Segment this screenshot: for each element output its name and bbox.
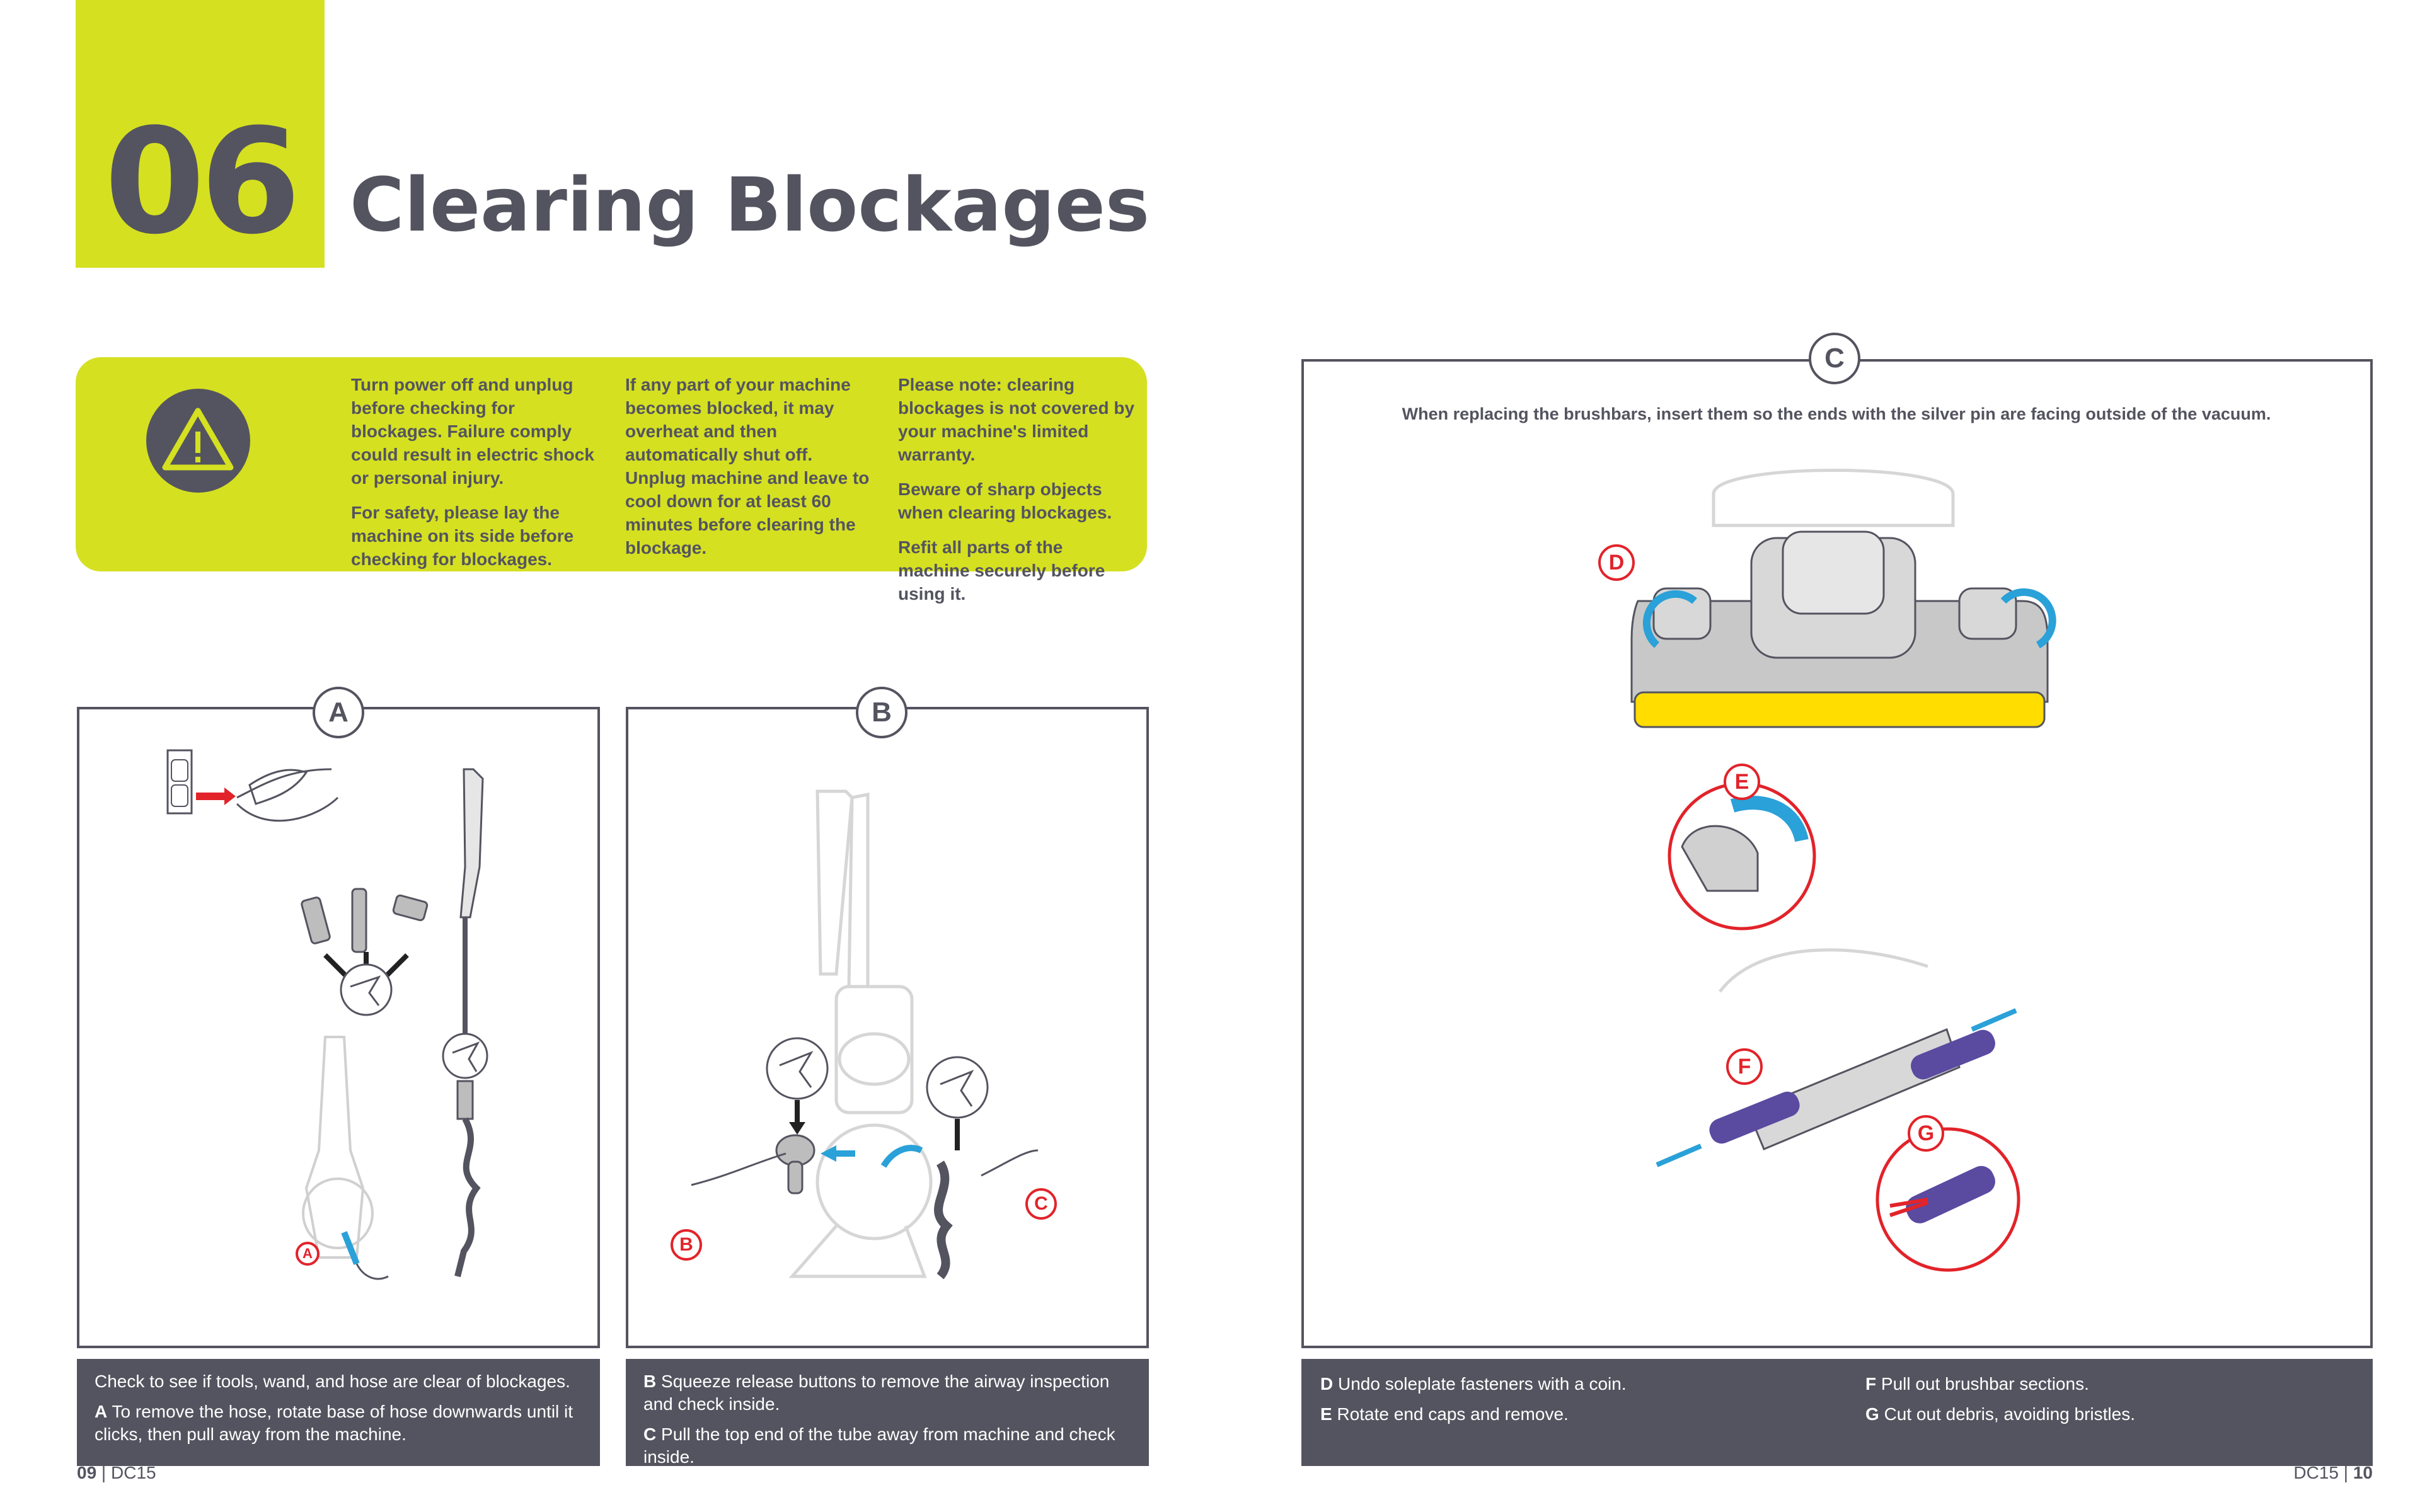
callout-b: B — [671, 1229, 702, 1261]
caption-text: Check to see if tools, wand, and hose ar… — [95, 1372, 570, 1391]
step-text: To remove the hose, rotate base of hose … — [95, 1402, 573, 1444]
warning-column-3: Please note: clearing blockages is not c… — [898, 373, 1138, 617]
page-number: 10 — [2353, 1463, 2373, 1482]
panel-c-illustration — [1630, 469, 2056, 1272]
warning-text: Please note: clearing blockages is not c… — [898, 375, 1135, 464]
panel-b-illustration — [691, 789, 1039, 1280]
panel-a-badge: A — [313, 687, 364, 738]
caption-step: B Squeeze release buttons to remove the … — [643, 1370, 1131, 1416]
caption-step: G Cut out debris, avoiding bristles. — [1865, 1403, 2357, 1426]
panel-b: B C — [626, 707, 1149, 1348]
callout-d: D — [1598, 544, 1635, 581]
step-text: Pull out brushbar sections. — [1881, 1374, 2089, 1394]
caption-column-left: D Undo soleplate fasteners with a coin. … — [1320, 1373, 1824, 1433]
callout-c: C — [1025, 1188, 1057, 1220]
step-text: Pull the top end of the tube away from m… — [643, 1424, 1115, 1467]
step-letter: G — [1865, 1404, 1879, 1424]
model-name: DC15 — [111, 1463, 156, 1482]
step-text: Rotate end caps and remove. — [1337, 1404, 1569, 1424]
panel-c-note: When replacing the brushbars, insert the… — [1402, 404, 2271, 423]
caption-step: E Rotate end caps and remove. — [1320, 1403, 1824, 1426]
warning-column-2: If any part of your machine becomes bloc… — [625, 373, 877, 571]
panel-c-badge: C — [1809, 333, 1860, 384]
step-letter: B — [643, 1372, 657, 1391]
caption-step: F Pull out brushbar sections. — [1865, 1373, 2357, 1395]
warning-text: Refit all parts of the machine securely … — [898, 537, 1105, 604]
caption-step: C Pull the top end of the tube away from… — [643, 1423, 1131, 1469]
warning-text: If any part of your machine becomes bloc… — [625, 375, 870, 558]
step-letter: A — [95, 1402, 108, 1421]
footer-left: 09 | DC15 — [77, 1463, 156, 1482]
panel-c-caption: D Undo soleplate fasteners with a coin. … — [1301, 1359, 2373, 1466]
panel-a: A — [77, 707, 600, 1348]
page-number: 09 — [77, 1463, 97, 1482]
step-letter: E — [1320, 1404, 1332, 1424]
caption-column-right: F Pull out brushbar sections. G Cut out … — [1865, 1373, 2357, 1433]
caption-step: D Undo soleplate fasteners with a coin. — [1320, 1373, 1824, 1395]
step-letter: C — [643, 1424, 657, 1444]
panel-b-caption: B Squeeze release buttons to remove the … — [626, 1359, 1149, 1469]
step-text: Cut out debris, avoiding bristles. — [1884, 1404, 2135, 1424]
panel-b-badge: B — [856, 687, 908, 738]
step-text: Undo soleplate fasteners with a coin. — [1338, 1374, 1627, 1394]
callout-a: A — [296, 1242, 320, 1266]
footer-right: DC15 | 10 — [2293, 1463, 2373, 1482]
warning-box — [76, 357, 1147, 571]
warning-column-1: Turn power off and unplug before checkin… — [351, 373, 603, 582]
warning-text: For safety, please lay the machine on it… — [351, 503, 574, 569]
callout-f: F — [1726, 1048, 1763, 1085]
panel-a-illustration — [166, 749, 488, 1280]
panel-a-caption: Check to see if tools, wand, and hose ar… — [77, 1359, 600, 1466]
warning-triangle-icon — [146, 389, 250, 493]
model-name: DC15 — [2293, 1463, 2339, 1482]
step-letter: D — [1320, 1374, 1334, 1394]
section-number: 06 — [104, 98, 301, 266]
step-letter: F — [1865, 1374, 1877, 1394]
warning-text: Turn power off and unplug before checkin… — [351, 375, 594, 488]
step-text: Squeeze release buttons to remove the ai… — [643, 1372, 1110, 1414]
callout-e: E — [1724, 764, 1760, 800]
section-number-block — [76, 0, 325, 268]
caption-step: A To remove the hose, rotate base of hos… — [95, 1400, 582, 1446]
callout-g: G — [1908, 1115, 1944, 1152]
warning-text: Beware of sharp objects when clearing bl… — [898, 479, 1112, 522]
page-title: Clearing Blockages — [350, 161, 1150, 248]
panel-c: When replacing the brushbars, insert the… — [1301, 359, 2373, 1348]
